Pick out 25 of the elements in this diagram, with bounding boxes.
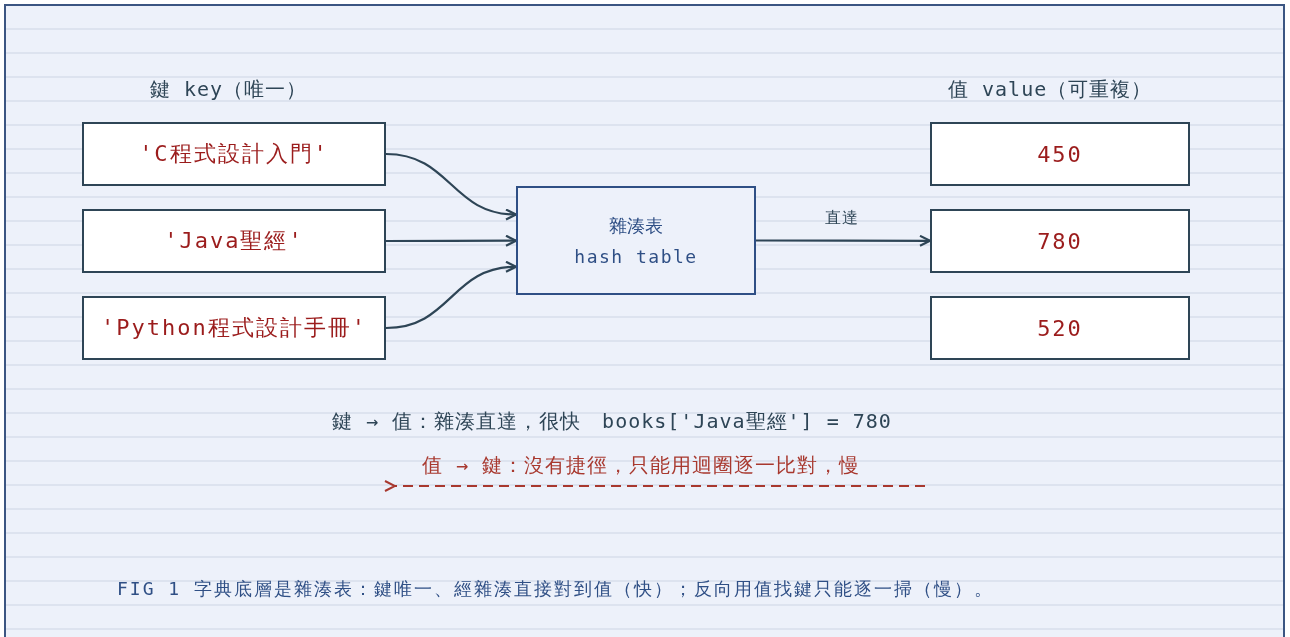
- hash-table-box: [516, 186, 756, 295]
- column-heading: 鍵 key（唯一）: [150, 76, 308, 103]
- key-text: 'Python程式設計手冊': [101, 314, 367, 342]
- arrow: [385, 152, 518, 220]
- key-text: 'C程式設計入門': [139, 140, 329, 168]
- key-box: [82, 296, 386, 360]
- value-box: [930, 209, 1190, 273]
- column-heading: 值 value（可重複）: [948, 76, 1153, 103]
- note: 值 → 鍵：沒有捷徑，只能用迴圈逐一比對，慢: [422, 452, 861, 479]
- key-box: [82, 209, 386, 273]
- value-text: 780: [1037, 228, 1083, 254]
- value-text: 520: [1037, 315, 1083, 341]
- value-box: [930, 122, 1190, 186]
- value-text: 450: [1037, 141, 1083, 167]
- note: 鍵 → 值：雜湊直達，很快 books['Java聖經'] = 780: [332, 408, 892, 435]
- box-subtitle: hash table: [574, 246, 698, 267]
- key-box: [82, 122, 386, 186]
- edge-label: 直達: [825, 207, 859, 229]
- value-box: [930, 296, 1190, 360]
- arrow: [756, 234, 932, 247]
- arrow: [386, 234, 518, 247]
- key-text: 'Java聖經': [164, 227, 304, 255]
- figure-caption: FIG 1 字典底層是雜湊表：鍵唯一、經雜湊直接對到值（快）；反向用值找鍵只能逐一掃（慢）。: [117, 577, 995, 601]
- box-title: 雜湊表: [609, 214, 663, 238]
- arrow: [385, 261, 518, 330]
